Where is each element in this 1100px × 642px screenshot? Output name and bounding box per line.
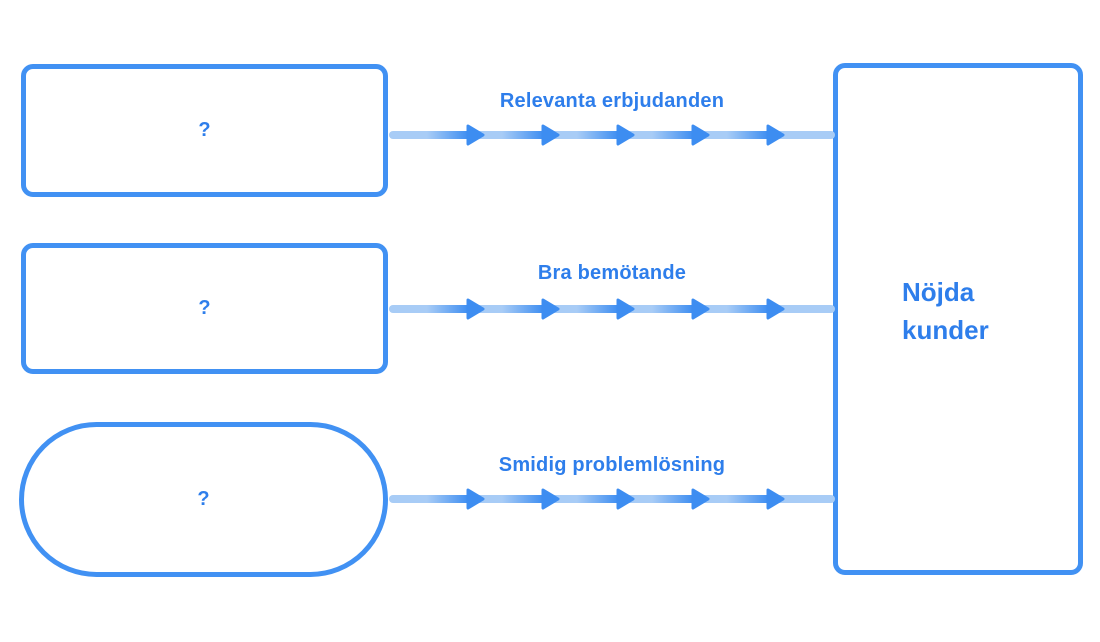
connector-label-2: Bra bemötande [537, 262, 687, 284]
source-node-3-label: ? [197, 488, 210, 510]
flow-arrow-3[interactable] [389, 486, 835, 512]
flow-arrow-1[interactable] [389, 122, 835, 148]
source-node-2[interactable]: ? [21, 243, 388, 374]
source-node-3[interactable]: ? [19, 422, 388, 577]
flow-arrow-2[interactable] [389, 296, 835, 322]
target-node[interactable]: Nöjda kunder [833, 63, 1083, 575]
source-node-1[interactable]: ? [21, 64, 388, 197]
source-node-2-label: ? [198, 297, 211, 319]
target-node-label: Nöjda kunder [902, 277, 989, 345]
connector-label-3: Smidig problemlösning [498, 454, 726, 476]
source-node-1-label: ? [198, 119, 211, 141]
connector-label-1: Relevanta erbjudanden [499, 90, 725, 112]
